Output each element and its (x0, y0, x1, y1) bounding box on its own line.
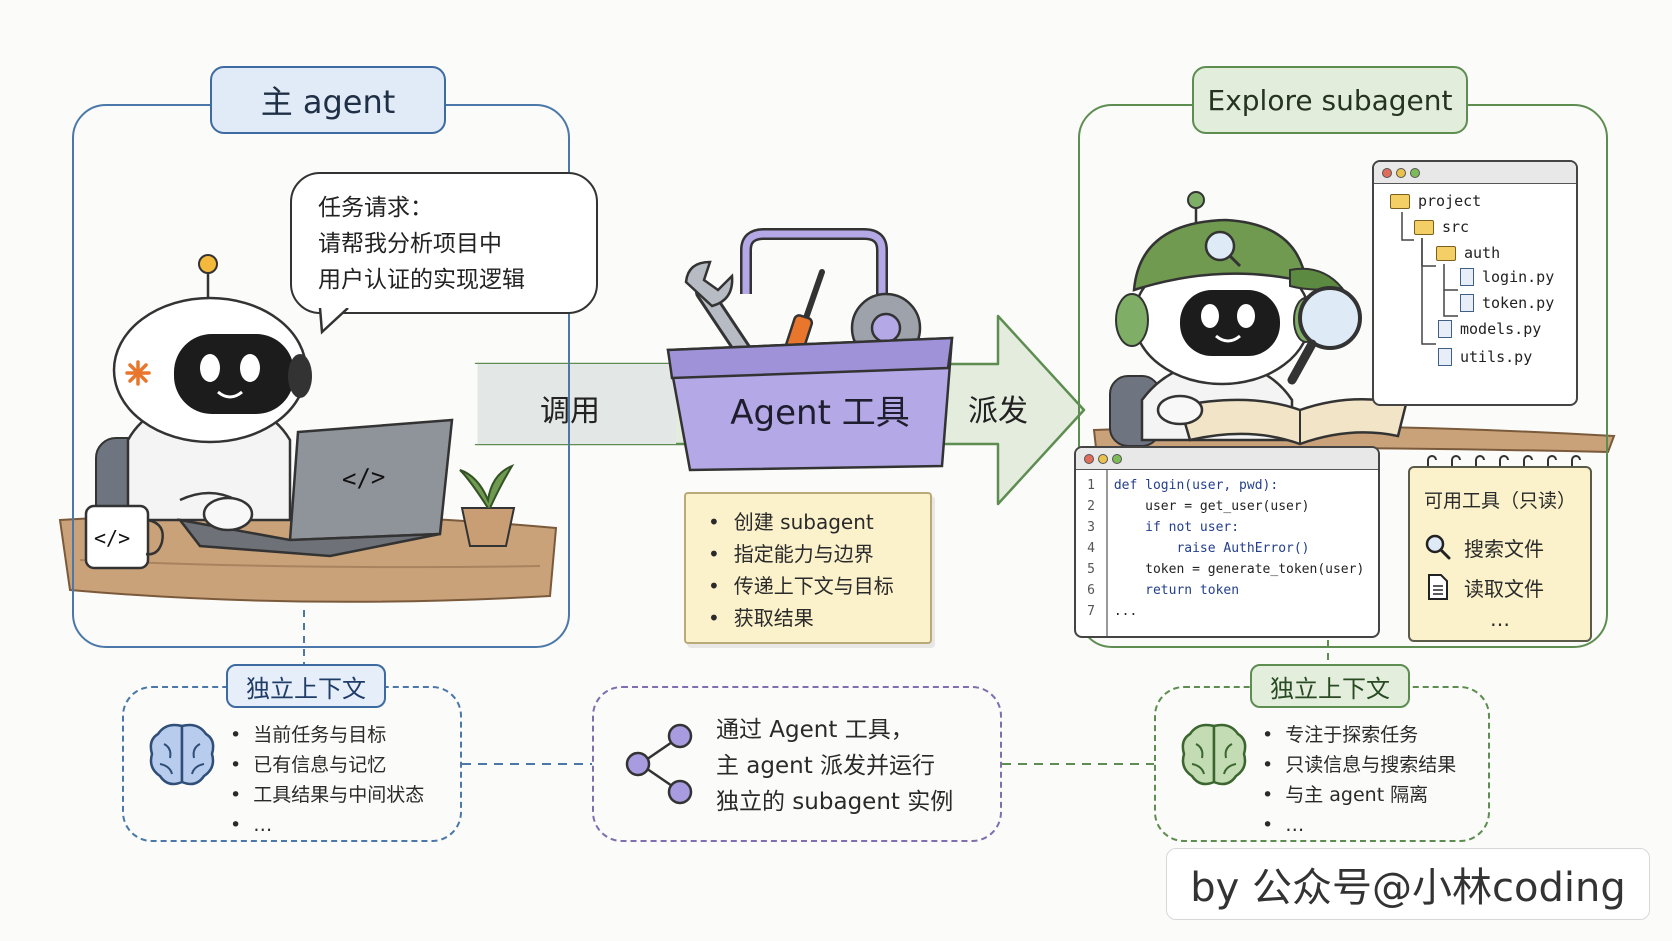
dispatch-summary-box (592, 686, 1002, 842)
bubble-line-3: 用户认证的实现逻辑 (318, 267, 525, 293)
code-window: 1 def login(user, pwd): 2 user = get_use… (1074, 446, 1380, 638)
tools-title: 可用工具（只读） (1424, 490, 1577, 512)
summary-line: 通过 Agent 工具， (716, 717, 914, 743)
minimize-dot-icon (1098, 454, 1108, 464)
toolbox-note: 创建 subagent 指定能力与边界 传递上下文与目标 获取结果 (684, 492, 932, 644)
file-icon (1460, 268, 1474, 286)
toolbox-item: 指定能力与边界 (708, 538, 912, 570)
main-context-tag: 独立上下文 (226, 664, 386, 708)
maximize-dot-icon (1410, 168, 1420, 178)
file-tree-window: project src auth login.py token.py model… (1372, 160, 1578, 406)
subagent-context-box: 专注于探索任务 只读信息与搜索结果 与主 agent 隔离 … (1154, 686, 1490, 842)
file-icon (1438, 320, 1452, 338)
laptop-code-icon: </> (342, 462, 386, 494)
context-item: 与主 agent 隔离 (1262, 780, 1456, 810)
dispatch-summary-text: 通过 Agent 工具， 主 agent 派发并运行 独立的 subagent … (716, 712, 953, 820)
tool-read-files: 读取文件 (1424, 567, 1576, 607)
watermark: by 公众号@小林coding (1166, 848, 1650, 920)
tree-item-token[interactable]: token.py (1460, 294, 1554, 312)
toolbox-item: 传递上下文与目标 (708, 570, 912, 602)
context-item: 专注于探索任务 (1262, 720, 1456, 750)
mug-code-icon: </> (94, 526, 131, 550)
folder-icon (1390, 193, 1410, 209)
close-dot-icon (1382, 168, 1392, 178)
code-line: 1 def login(user, pwd): (1087, 478, 1279, 493)
main-agent-title: 主 agent (210, 66, 446, 134)
code-line: 5 token = generate_token(user) (1087, 562, 1365, 577)
task-request-bubble: 任务请求： 请帮我分析项目中 用户认证的实现逻辑 (290, 172, 598, 314)
bubble-tail (318, 308, 349, 335)
brain-icon (149, 723, 215, 786)
tree-item-src[interactable]: src (1414, 218, 1469, 236)
tools-more: … (1490, 607, 1510, 631)
context-item: 只读信息与搜索结果 (1262, 750, 1456, 780)
bubble-line-1: 任务请求： (318, 195, 433, 221)
tree-item-project[interactable]: project (1390, 192, 1481, 210)
toolbox-item: 创建 subagent (708, 506, 912, 538)
code-line: 7 ... (1087, 604, 1138, 619)
notepad-rings (1427, 455, 1581, 470)
tree-item-login[interactable]: login.py (1460, 268, 1554, 286)
tree-lines (1401, 212, 1458, 345)
minimize-dot-icon (1396, 168, 1406, 178)
share-nodes-icon (625, 723, 693, 805)
document-icon (1428, 574, 1448, 600)
context-item: … (1262, 810, 1456, 840)
code-line: 3 if not user: (1087, 520, 1240, 535)
invoke-label: 调用 (540, 394, 600, 429)
brain-icon (1181, 723, 1247, 786)
tree-item-utils[interactable]: utils.py (1438, 348, 1532, 366)
context-item: … (230, 810, 424, 840)
sub-robot-illustration (1092, 191, 1616, 454)
code-line: 2 user = get_user(user) (1087, 499, 1310, 514)
subagent-title: Explore subagent (1192, 66, 1468, 134)
bubble-line-2: 请帮我分析项目中 (318, 231, 502, 257)
tree-item-auth[interactable]: auth (1436, 244, 1500, 262)
file-icon (1438, 348, 1452, 366)
context-item: 已有信息与记忆 (230, 750, 424, 780)
main-context-box: 当前任务与目标 已有信息与记忆 工具结果与中间状态 … (122, 686, 462, 842)
magnifier-icon (1425, 534, 1451, 560)
toolbox-item: 获取结果 (708, 602, 912, 634)
window-titlebar (1076, 448, 1378, 470)
window-titlebar (1374, 162, 1576, 184)
main-robot-illustration (58, 254, 558, 603)
context-item: 工具结果与中间状态 (230, 780, 424, 810)
tree-item-models[interactable]: models.py (1438, 320, 1541, 338)
available-tools-notepad: 可用工具（只读） 搜索文件 读取文件 … (1408, 466, 1592, 642)
summary-line: 主 agent 派发并运行 (716, 753, 936, 779)
folder-icon (1436, 245, 1456, 261)
maximize-dot-icon (1112, 454, 1122, 464)
code-line: 6 return token (1087, 583, 1240, 598)
toolbox-label: Agent 工具 (730, 393, 910, 433)
summary-line: 独立的 subagent 实例 (716, 789, 954, 815)
tool-search-files: 搜索文件 (1424, 527, 1576, 567)
close-dot-icon (1084, 454, 1094, 464)
file-icon (1460, 294, 1474, 312)
gutter-divider (1106, 470, 1108, 636)
toolbox-illustration (666, 228, 954, 472)
folder-icon (1414, 219, 1434, 235)
subagent-context-tag: 独立上下文 (1250, 664, 1410, 708)
code-line: 4 raise AuthError() (1087, 541, 1310, 556)
dispatch-label: 派发 (968, 394, 1028, 429)
context-item: 当前任务与目标 (230, 720, 424, 750)
